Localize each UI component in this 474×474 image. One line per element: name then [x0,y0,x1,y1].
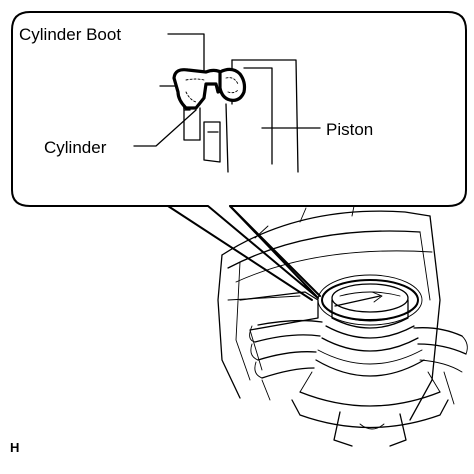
cylinder-leader [133,109,197,147]
leader-lines [133,33,321,147]
caliper-illustration [217,205,468,447]
detail-callout [11,11,467,301]
boot-cross-section [159,59,299,173]
callout-pointer-right [229,205,321,297]
cylinder-boot-leader [167,33,205,71]
cylinder-label: Cylinder [44,138,107,157]
callout-pointer-left [167,205,313,301]
figure-code: H [10,440,19,455]
piston-label: Piston [326,120,373,139]
cylinder-boot-label: Cylinder Boot [19,25,121,44]
